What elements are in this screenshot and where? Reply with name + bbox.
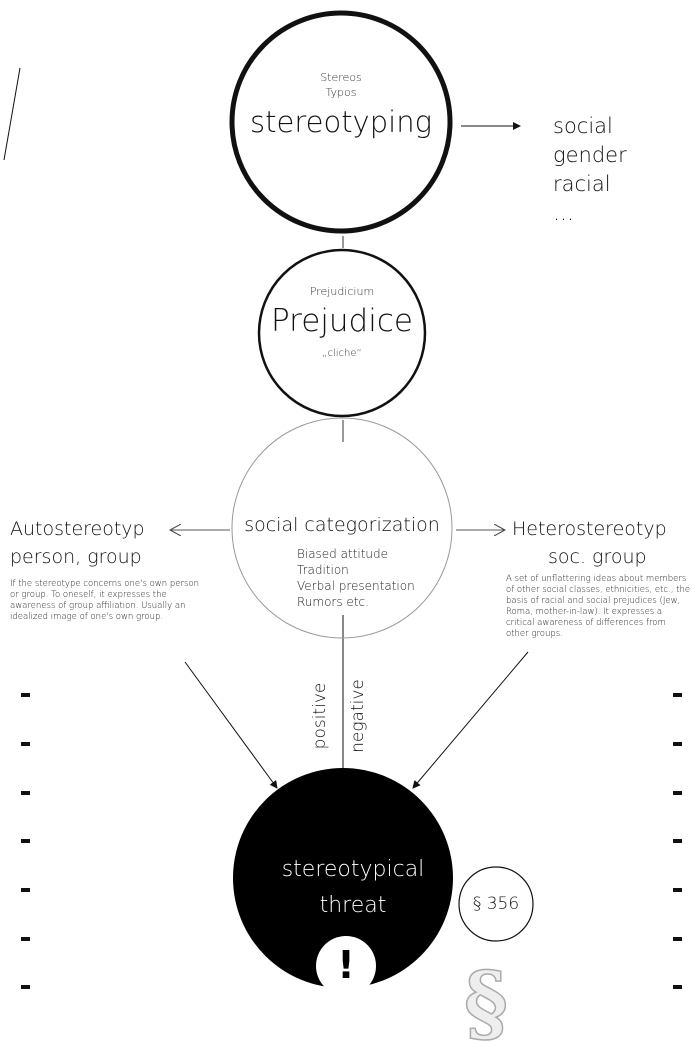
prejudice-note: „cliche“ (322, 348, 362, 359)
left-dash (21, 937, 30, 941)
categorization-title: social categorization (244, 514, 440, 536)
law-badge-circle (458, 866, 534, 942)
autostereotype-title-line1: Autostereotyp (10, 518, 145, 540)
left-dash (21, 791, 30, 795)
prejudice-title: Prejudice (271, 303, 413, 339)
categorization-item: Rumors etc. (297, 595, 369, 609)
left-dash (21, 888, 30, 892)
right-dash (673, 985, 682, 989)
valence-negative-label: negative (348, 679, 368, 753)
type-social: social (553, 114, 613, 138)
left-dash (21, 693, 30, 697)
threat-title-line1: stereotypical (281, 857, 425, 882)
categorization-circle (231, 417, 453, 639)
right-dash (673, 693, 682, 697)
type-more: … (553, 201, 574, 225)
stereotyping-origin-1: Stereos (320, 71, 362, 84)
autostereotype-title-line2: person, group (10, 546, 142, 568)
section-symbol-icon: § (464, 953, 508, 1041)
threat-title: stereotypical threat (253, 852, 453, 924)
heterostereotype-title-line1: Heterostereotyp (512, 518, 667, 540)
right-dash (673, 839, 682, 843)
alert-icon: ! (337, 943, 355, 987)
type-racial: racial (553, 172, 611, 196)
left-dash (21, 839, 30, 843)
right-dash (673, 937, 682, 941)
left-dash (21, 985, 30, 989)
heterostereotype-description: A set of unflattering ideas about member… (506, 574, 691, 639)
type-gender: gender (553, 143, 627, 167)
stereotyping-circle (229, 10, 453, 234)
threat-circle (233, 768, 453, 988)
stereotype-types-list: social gender racial … (553, 112, 627, 228)
autostereotype-description: If the stereotype concerns one's own per… (10, 579, 199, 622)
categorization-items: Biased attitude Tradition Verbal present… (297, 546, 415, 610)
arrow-autostereotype-threat (184, 661, 278, 789)
law-badge: § 356 (472, 894, 520, 914)
right-dash (673, 742, 682, 746)
decorative-slash (3, 67, 21, 161)
left-dash (21, 742, 30, 746)
heterostereotype-title-line2: soc. group (548, 546, 647, 568)
alert-circle (316, 936, 376, 996)
stereotyping-origin-2: Typos (325, 86, 357, 99)
right-dash (673, 791, 682, 795)
categorization-item: Verbal presentation (297, 579, 415, 593)
prejudice-origin: Prejudicium (309, 285, 375, 298)
threat-title-line2: threat (319, 893, 387, 918)
prejudice-circle (257, 248, 427, 418)
stereotyping-title: stereotyping (250, 105, 432, 139)
valence-positive-label: positive (310, 682, 330, 750)
arrow-heterostereotype-threat (412, 651, 529, 789)
categorization-item: Tradition (297, 563, 349, 577)
categorization-item: Biased attitude (297, 547, 389, 561)
right-dash (673, 888, 682, 892)
autostereotype-title: Autostereotyp person, group (10, 515, 145, 571)
